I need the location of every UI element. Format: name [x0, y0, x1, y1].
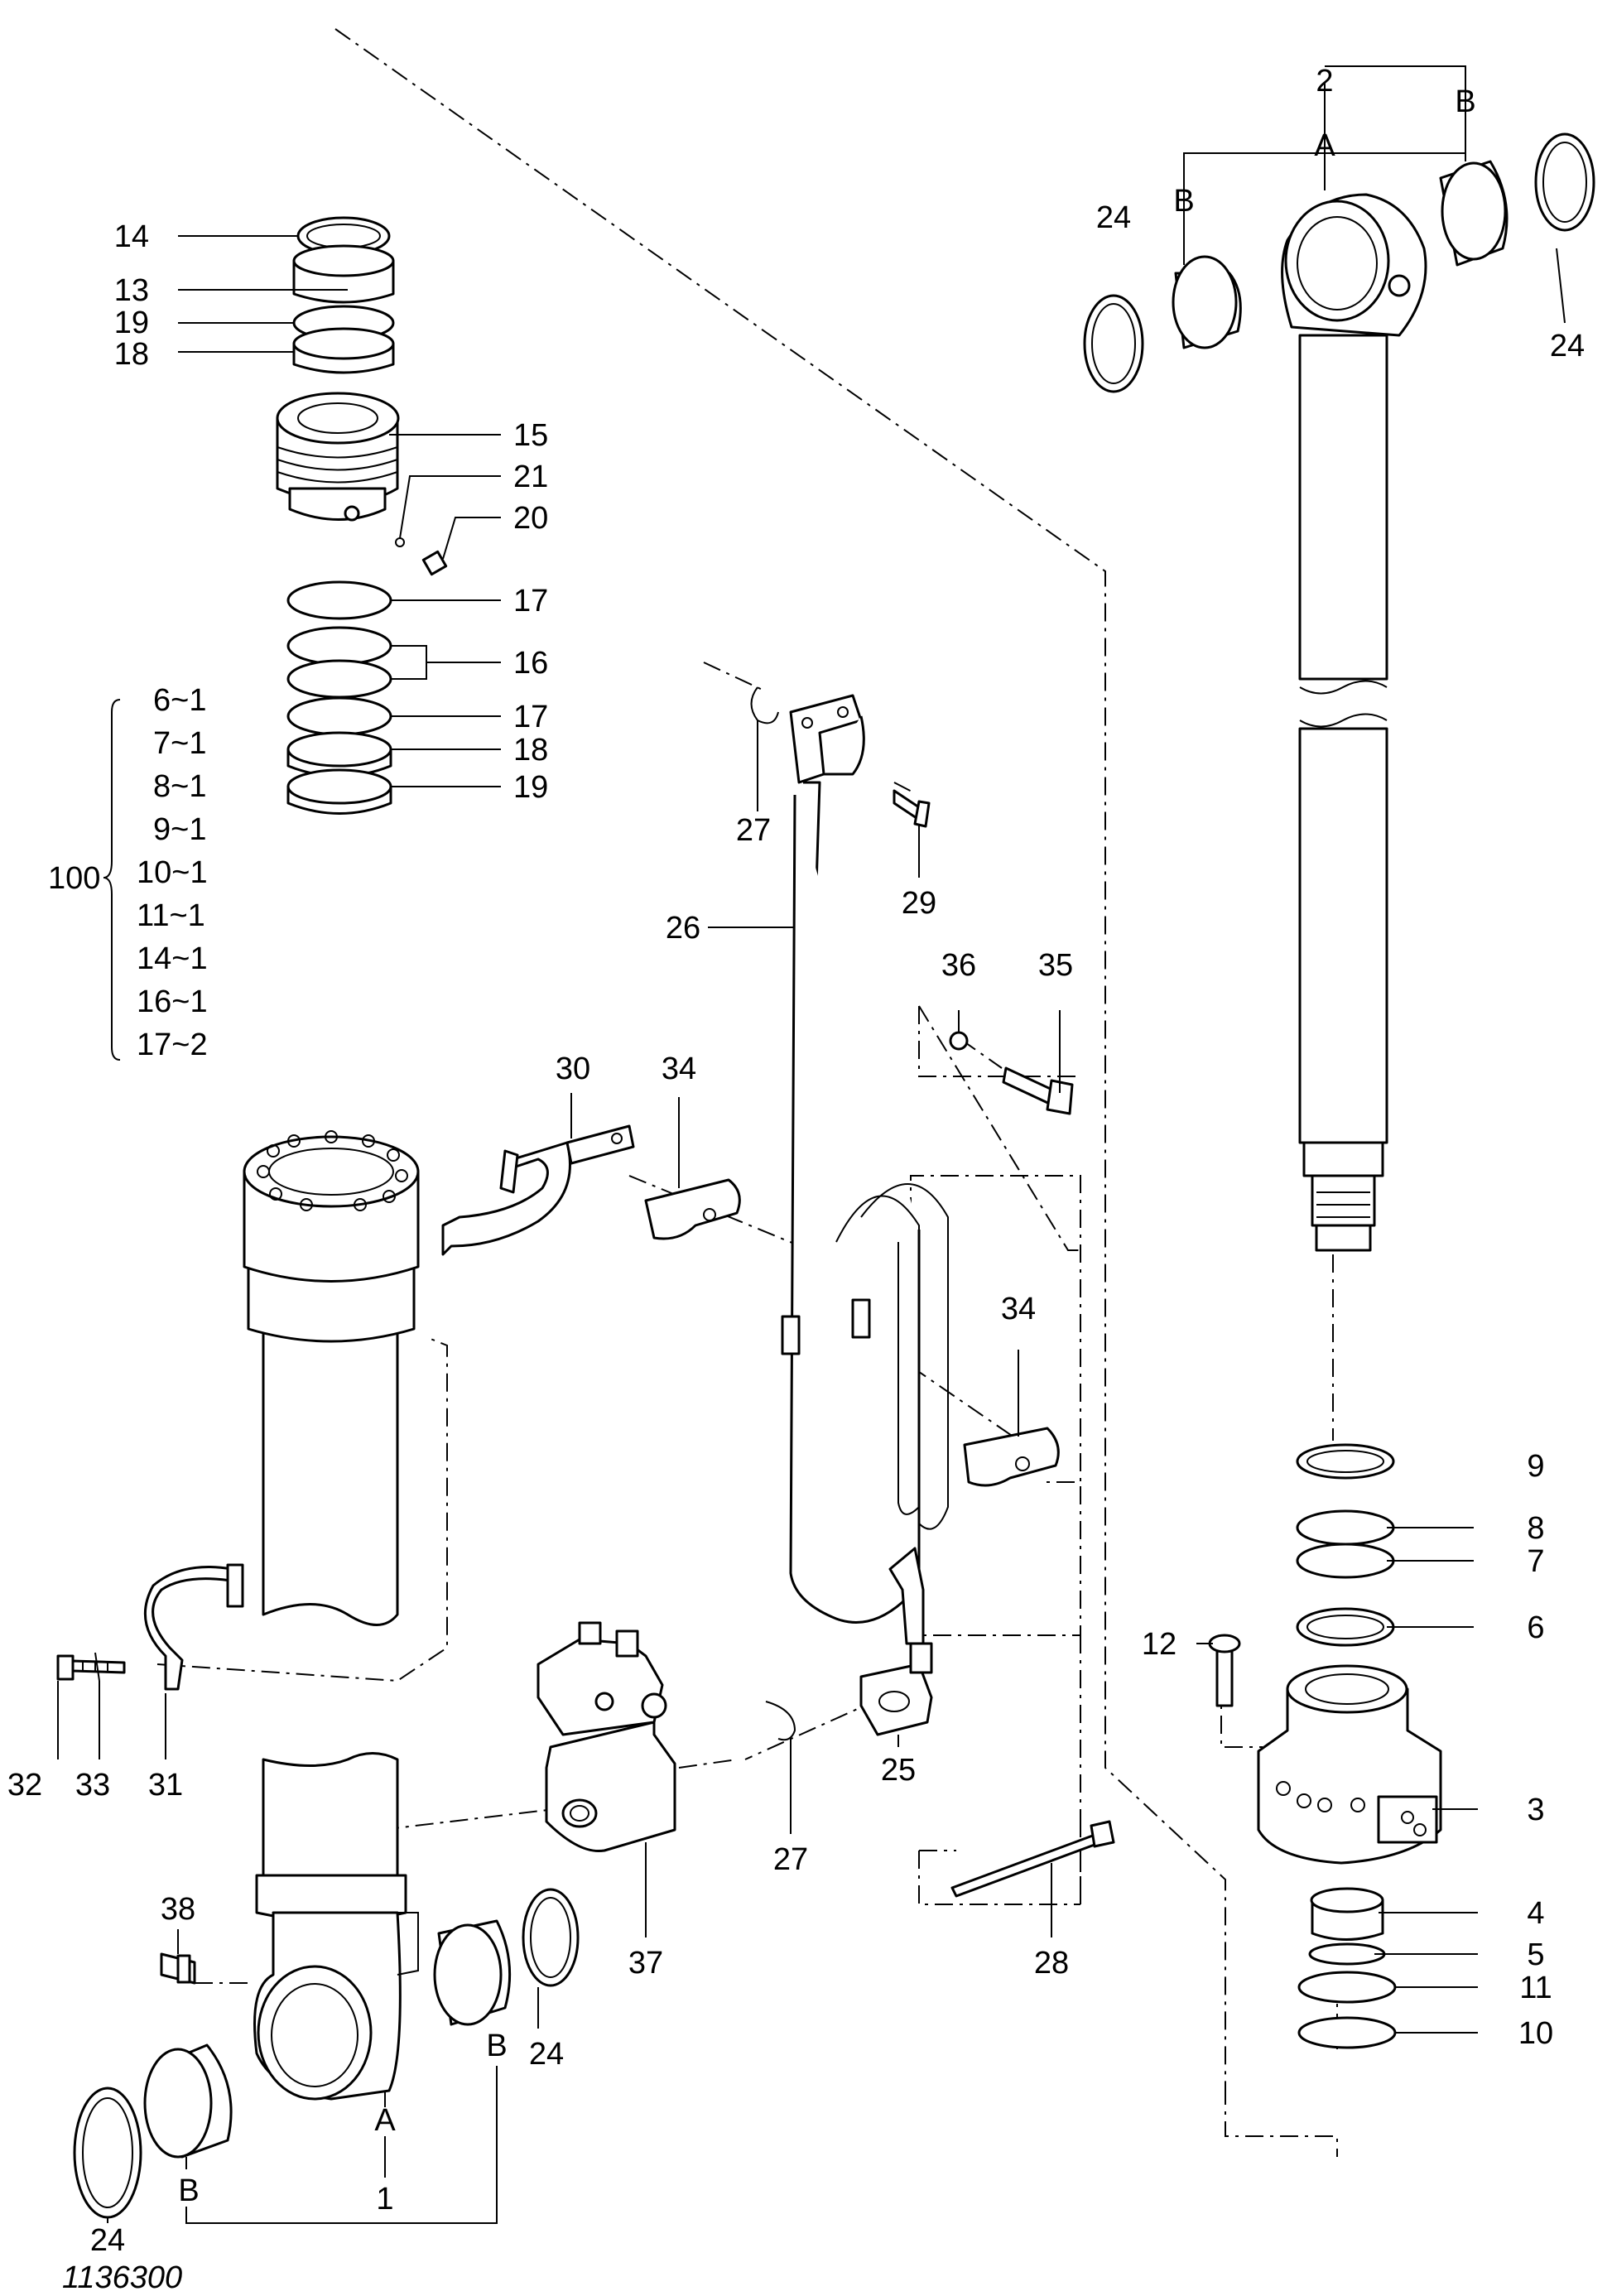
- callout-29: 29: [902, 886, 936, 921]
- callout-37: 37: [628, 1946, 663, 1981]
- callout-35: 35: [1038, 948, 1073, 983]
- pipe: [781, 694, 949, 1645]
- pipe-clamp: [441, 1124, 635, 1256]
- callout-31: 31: [148, 1768, 183, 1803]
- flange: [859, 1642, 933, 1736]
- kit-item-3: 8~1: [153, 769, 206, 804]
- callout-14: 14: [114, 219, 149, 254]
- callout-34-top: 34: [662, 1052, 696, 1086]
- label-B-top-left: B: [1173, 184, 1194, 219]
- callout-5: 5: [1527, 1937, 1544, 1972]
- callout-11: 11: [1519, 1971, 1552, 2005]
- callout-27-bottom: 27: [773, 1842, 808, 1877]
- cylinder-head: [1208, 1634, 1442, 2049]
- callout-3: 3: [1527, 1793, 1544, 1827]
- callout-1: 1: [376, 2182, 393, 2217]
- kit-item-8: 16~1: [137, 984, 208, 1019]
- kit-item-4: 9~1: [153, 812, 206, 847]
- callout-7: 7: [1527, 1544, 1544, 1579]
- callout-2: 2: [1316, 64, 1333, 99]
- callout-17-bottom: 17: [513, 700, 548, 734]
- kit-item-2: 7~1: [153, 726, 206, 761]
- kit-item-1: 6~1: [153, 683, 206, 718]
- callout-36: 36: [941, 948, 976, 983]
- callout-24-bottom-left: 24: [90, 2223, 125, 2258]
- callout-27-top: 27: [736, 813, 771, 848]
- callout-13: 13: [114, 273, 149, 308]
- label-B-top-right: B: [1455, 84, 1475, 119]
- callout-21: 21: [513, 460, 548, 494]
- callout-24-bottom-right: 24: [529, 2037, 564, 2072]
- callout-24-top-left: 24: [1096, 200, 1131, 235]
- callout-30: 30: [556, 1052, 590, 1086]
- callout-32: 32: [7, 1768, 42, 1803]
- label-B-bottom-left: B: [178, 2173, 199, 2208]
- kit-item-6: 11~1: [137, 898, 205, 933]
- kit-item-9: 17~2: [137, 1028, 208, 1062]
- callout-20: 20: [513, 501, 548, 536]
- callout-17-top: 17: [513, 584, 548, 619]
- callout-25: 25: [881, 1753, 916, 1788]
- callout-4: 4: [1527, 1896, 1544, 1931]
- callout-6: 6: [1527, 1610, 1544, 1645]
- drawing-number: 1136300: [62, 2260, 182, 2295]
- callout-18-stack: 18: [513, 733, 548, 768]
- callout-28: 28: [1034, 1946, 1069, 1981]
- kit-item-7: 14~1: [137, 941, 208, 976]
- callout-24-top-right: 24: [1550, 329, 1585, 363]
- kit-item-5: 10~1: [137, 855, 208, 890]
- label-A-bottom: A: [374, 2103, 396, 2138]
- callout-15: 15: [513, 418, 548, 453]
- tube-bushings: [73, 1888, 580, 2219]
- callout-19: 19: [114, 306, 149, 340]
- callout-9: 9: [1527, 1449, 1544, 1484]
- callout-26: 26: [666, 911, 700, 946]
- pipe-brackets: [644, 1178, 1060, 1487]
- rod-seal-rings: [1296, 1443, 1395, 1647]
- kit-number: 100: [48, 861, 100, 896]
- callout-33: 33: [75, 1768, 110, 1803]
- callout-10: 10: [1518, 2016, 1553, 2051]
- grease-fitting: [160, 1952, 196, 1985]
- piston-stack: [276, 216, 448, 815]
- label-B-bottom-right: B: [486, 2029, 507, 2063]
- callout-34-bottom: 34: [1001, 1292, 1036, 1326]
- label-A-top: A: [1314, 128, 1335, 163]
- callout-19-stack: 19: [513, 770, 548, 805]
- tube-clamp: [56, 1563, 244, 1691]
- leader-lines: [57, 65, 1566, 2224]
- callouts: 14 13 19 18 15 21 20 17 16 17 18 19 100 …: [7, 64, 1585, 2295]
- callout-16: 16: [513, 646, 548, 681]
- cylinder-tube: [243, 1130, 420, 2101]
- callout-12: 12: [1142, 1627, 1177, 1662]
- rod-bushings: [1083, 132, 1595, 393]
- rod-assembly: [1281, 193, 1427, 1252]
- callout-18: 18: [114, 337, 149, 372]
- callout-8: 8: [1527, 1511, 1544, 1546]
- callout-38: 38: [161, 1892, 195, 1927]
- valve-block: [537, 1621, 676, 1853]
- screws: [893, 789, 1115, 1898]
